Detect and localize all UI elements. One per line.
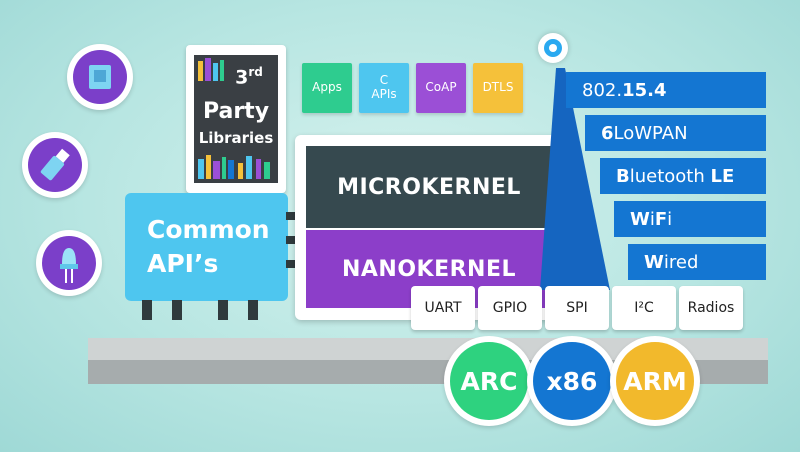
- tile-coap: CoAP: [416, 63, 466, 113]
- library-number: 3: [235, 66, 249, 89]
- stack-text: 802.: [582, 79, 623, 101]
- stack-text-bold: LE: [710, 165, 735, 187]
- connector-pin: [286, 236, 298, 244]
- tile-apps-label: Apps: [312, 80, 342, 95]
- wireless-beacon-icon: [538, 33, 568, 63]
- stack-text: luetooth: [629, 165, 711, 187]
- stack-text: ired: [663, 251, 699, 273]
- api-leg: [218, 300, 228, 320]
- bus-radios: Radios: [679, 286, 743, 330]
- stack-triangle: [540, 68, 610, 290]
- usb-stick-icon: [40, 148, 70, 181]
- stack-text-bold: W: [630, 208, 650, 230]
- bus-spi: SPI: [545, 286, 609, 330]
- arch-arm-label: ARM: [616, 342, 694, 420]
- tile-c-apis-label: C APIs: [371, 73, 397, 101]
- tile-apps: Apps: [302, 63, 352, 113]
- stack-text: i: [649, 208, 655, 230]
- connector-pin: [286, 260, 298, 268]
- led-icon-circle: [36, 230, 102, 296]
- microkernel-label: MICROKERNEL: [306, 146, 552, 228]
- library-sup: rd: [248, 65, 263, 79]
- usb-icon-circle: [22, 132, 88, 198]
- stack-row-802154: 802.15.4: [566, 72, 766, 108]
- arch-x86-label: x86: [533, 342, 611, 420]
- tile-dtls: DTLS: [473, 63, 523, 113]
- arch-x86: x86: [527, 336, 617, 426]
- stack-text-bold: 15.4: [622, 79, 667, 101]
- common-api-line2: API’s: [147, 248, 219, 278]
- api-leg: [172, 300, 182, 320]
- stack-text: LoWPAN: [613, 122, 688, 144]
- tile-dtls-label: DTLS: [482, 80, 514, 95]
- stack-text-bold: F: [654, 208, 668, 230]
- book-spines-icon: [198, 58, 270, 179]
- third-party-libraries-card: 3rd Party Libraries: [186, 45, 286, 193]
- chip-icon-circle: [67, 44, 133, 110]
- bus-gpio: GPIO: [478, 286, 542, 330]
- tile-c-apis: C APIs: [359, 63, 409, 113]
- arch-arc-label: ARC: [450, 342, 528, 420]
- stack-text: i: [667, 208, 673, 230]
- connector-pin: [286, 212, 298, 220]
- api-leg: [142, 300, 152, 320]
- common-api-card: Common API’s: [125, 193, 288, 301]
- bus-i2c: I²C: [612, 286, 676, 330]
- api-leg: [248, 300, 258, 320]
- library-line-party: Party: [202, 99, 270, 124]
- arch-arc: ARC: [444, 336, 534, 426]
- stack-text-bold: 6: [601, 122, 614, 144]
- stack-text-bold: W: [644, 251, 664, 273]
- bus-uart: UART: [411, 286, 475, 330]
- common-api-line1: Common: [147, 215, 270, 244]
- arch-arm: ARM: [610, 336, 700, 426]
- stack-text-bold: B: [616, 165, 630, 187]
- chip-icon: [89, 65, 111, 89]
- tile-coap-label: CoAP: [425, 80, 457, 95]
- library-line-libraries: Libraries: [198, 129, 274, 147]
- led-icon: [60, 248, 78, 283]
